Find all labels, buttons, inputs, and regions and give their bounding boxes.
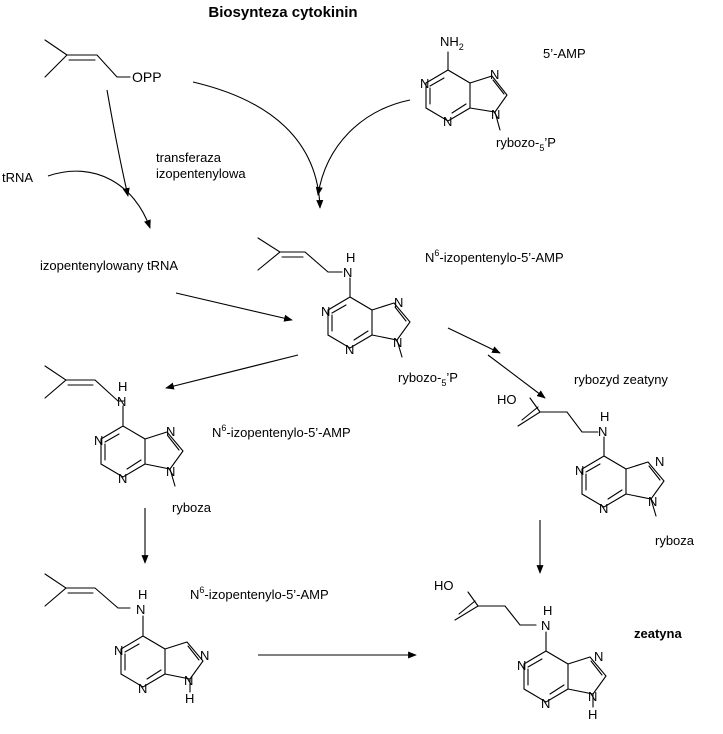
amp-n1: N	[420, 76, 429, 91]
ip-base-n: N	[136, 602, 145, 617]
arrow-amp-to-ipamp	[315, 99, 411, 196]
zeatin-riboside-n3: N	[599, 501, 608, 516]
ipamp-center-ribose-phosphate: rybozo-5’P	[398, 370, 458, 388]
ipamp-center-h: H	[346, 250, 355, 265]
zeatin-riboside-h: H	[600, 409, 609, 424]
zeatin-riboside-name: rybozyd zeatyny	[574, 372, 668, 387]
zeatin-riboside-n1: N	[575, 463, 584, 478]
zeatin-riboside-n9: N	[648, 494, 657, 509]
arrow-opp-to-iptrna	[106, 89, 130, 197]
enzyme-label-line1: transferaza	[156, 150, 222, 165]
diagram-title: Biosynteza cytokinin	[208, 4, 357, 21]
zeatin-riboside-n7: N	[655, 454, 664, 469]
zeatin-n3: N	[541, 696, 550, 711]
zeatin-riboside-structure: HO N H N N N N ryboza rybozyd zeatyny	[497, 372, 695, 548]
amp-n7: N	[490, 67, 499, 82]
ipa-riboside-n1: N	[94, 433, 103, 448]
ipa-riboside-n3: N	[118, 471, 127, 486]
zeatin-n1: N	[517, 658, 526, 673]
ip-trna-label: izopentenylowany tRNA	[40, 258, 178, 273]
ipamp-center-n7: N	[394, 295, 403, 310]
amp-n3: N	[443, 114, 452, 129]
arrow-to-zeatin-riboside	[487, 354, 546, 399]
ipa-riboside-n7: N	[166, 424, 175, 439]
zeatin-riboside-n: N	[598, 424, 607, 439]
arrows	[47, 81, 546, 659]
ipamp-center-structure: N H N N N N rybozo-5’P N6-izopentenylo-5…	[257, 237, 564, 388]
ipa-riboside-structure: N H N N N N ryboza N6-izopentenylo-5’-AM…	[44, 365, 351, 515]
amp-structure: NH2 N N N N rybozo-5’P 5’-AMP	[420, 34, 586, 153]
zeatin-structure: HO N H N N N N H zeatyna	[434, 578, 682, 722]
trna-label: tRNA	[2, 170, 33, 185]
ip-base-n3: N	[138, 681, 147, 696]
arrow-opp-to-ipamp	[192, 81, 324, 209]
zeatin-riboside-ryboza: ryboza	[655, 533, 695, 548]
ipa-riboside-ryboza: ryboza	[172, 500, 212, 515]
arrow-ipamp-to-right	[447, 327, 501, 354]
zeatin-h: H	[543, 603, 552, 618]
ipa-riboside-h: H	[118, 379, 127, 394]
arrow-trna-to-iptrna	[47, 170, 151, 229]
ip-base-name: N6-izopentenylo-5’-AMP	[190, 585, 329, 602]
ip-base-structure: N H N N N N H N6-izopentenylo-5’-AMP	[44, 573, 329, 706]
ip-base-h9: H	[185, 691, 194, 706]
amp-n9: N	[491, 107, 500, 122]
amp-nh2-label: NH2	[440, 34, 464, 52]
arrow-iptrna-to-ipamp-center	[175, 292, 293, 322]
zeatin-h9: H	[588, 707, 597, 722]
ipa-riboside-n: N	[117, 394, 126, 409]
zeatin-ho: HO	[434, 578, 454, 593]
ipamp-center-name: N6-izopentenylo-5’-AMP	[425, 248, 564, 265]
ipamp-center-nh: N	[343, 265, 352, 280]
amp-ribose-phosphate: rybozo-5’P	[496, 135, 556, 153]
opp-label: OPP	[132, 69, 162, 85]
enzyme-label-line2: izopentenylowa	[156, 166, 246, 181]
ipa-riboside-n9: N	[166, 464, 175, 479]
amp-name: 5’-AMP	[543, 46, 586, 61]
ipamp-center-n9: N	[393, 335, 402, 350]
arrow-ipamp-to-riboside	[165, 354, 299, 390]
zeatin-n: N	[541, 618, 550, 633]
ip-base-n7: N	[200, 648, 209, 663]
ip-base-n1: N	[114, 643, 123, 658]
ipamp-center-n1: N	[321, 304, 330, 319]
ip-base-h: H	[138, 587, 147, 602]
zeatin-name: zeatyna	[634, 626, 682, 641]
zeatin-riboside-ho: HO	[497, 392, 517, 407]
ip-base-n9: N	[184, 673, 193, 688]
ipamp-center-n3: N	[345, 342, 354, 357]
zeatin-n7: N	[594, 649, 603, 664]
ipa-riboside-name: N6-izopentenylo-5’-AMP	[212, 423, 351, 440]
zeatin-n9: N	[588, 689, 597, 704]
isopentenyl-pyrophosphate-structure: OPP	[44, 39, 162, 85]
